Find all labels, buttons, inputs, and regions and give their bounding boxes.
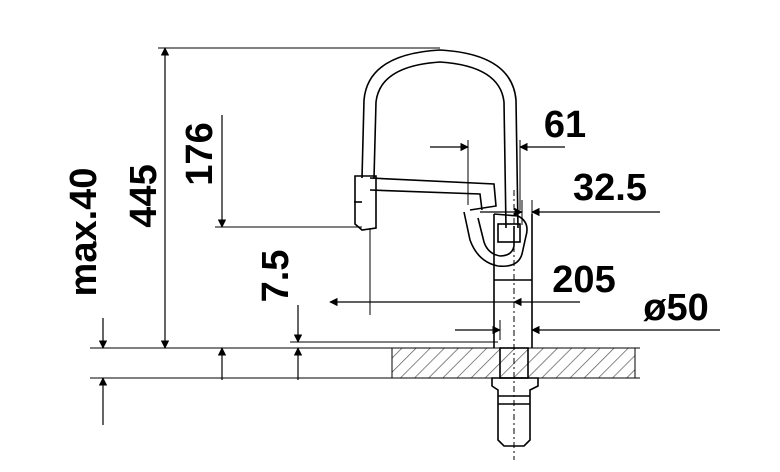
faucet-outline [354, 49, 539, 447]
extension-lines [369, 140, 533, 340]
dim-offset-small: 32.5 [573, 167, 647, 209]
dim-spout-reach: 205 [552, 259, 615, 301]
dim-hose-offset: 7.5 [255, 250, 297, 303]
dim-base-diameter: ø50 [643, 287, 708, 329]
reference-lines [90, 47, 640, 379]
dimension-lines [98, 47, 720, 425]
dim-max-countertop: max.40 [63, 168, 105, 297]
dim-spout-height: 176 [179, 122, 221, 185]
dim-spout-reach-small: 61 [544, 104, 586, 146]
dim-total-height: 445 [123, 164, 165, 227]
